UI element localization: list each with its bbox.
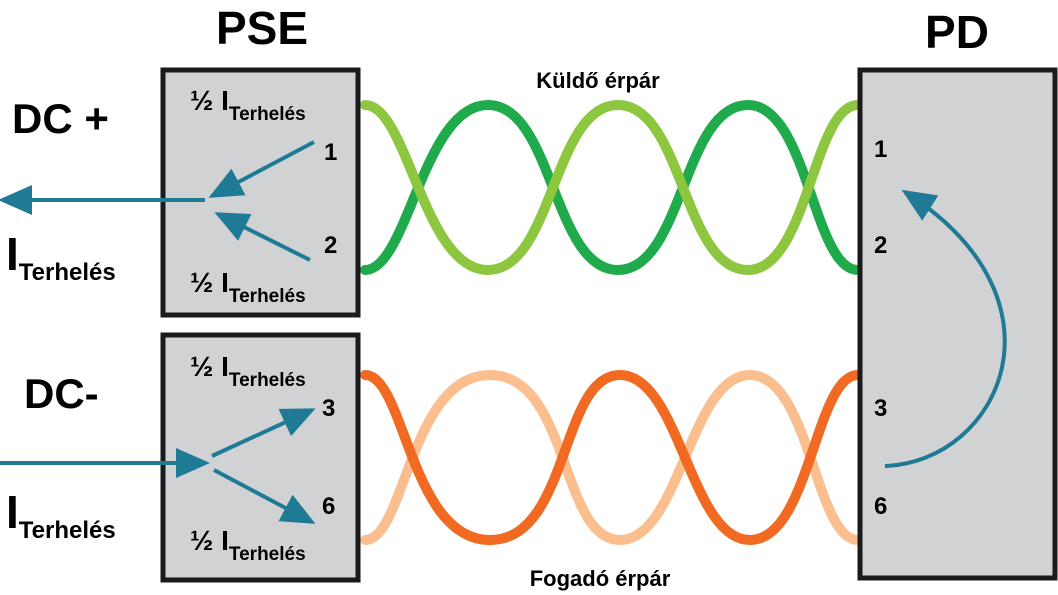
pd-pin-2: 2 (874, 232, 887, 259)
send-wire-light (360, 99, 863, 276)
top-pin1-arrow (208, 140, 315, 198)
bottom-pin6-arrow (213, 468, 316, 524)
pd-title: PD (925, 6, 989, 58)
pse-bottom-current-arrows (0, 408, 316, 524)
pse-top-half-current-lower: ½ ITerhelés (190, 267, 306, 307)
receive-wire-dark (360, 369, 863, 546)
pd-pin-6: 6 (874, 493, 887, 520)
send-pair-label: Küldő érpár (536, 68, 660, 93)
pse-top-pin-2: 2 (324, 232, 337, 259)
current-label-top: ITerhelés (6, 228, 116, 286)
pse-top-current-arrows (0, 140, 315, 262)
bottom-pin3-arrow (211, 408, 316, 458)
receive-pair-label: Fogadó érpár (530, 566, 671, 591)
pd-pin-1: 1 (874, 136, 887, 163)
send-pair-wires (360, 99, 863, 276)
pse-title: PSE (216, 2, 308, 54)
pse-top-half-current-upper: ½ ITerhelés (190, 85, 306, 125)
receive-wire-light (360, 369, 863, 546)
send-wire-dark (360, 99, 863, 276)
pd-current-arc (884, 189, 1007, 468)
pd-pin-3: 3 (874, 395, 887, 422)
receive-pair-wires (360, 369, 863, 546)
current-label-bottom: ITerhelés (6, 486, 116, 544)
pse-bottom-half-current-lower: ½ ITerhelés (190, 525, 306, 565)
pse-bottom-half-current-upper: ½ ITerhelés (190, 351, 306, 391)
pse-top-box (160, 67, 361, 318)
dc-plus-label: DC + (12, 95, 109, 142)
pse-bottom-pin-3: 3 (322, 395, 335, 422)
pd-box (857, 67, 1058, 581)
pse-top-pin-1: 1 (324, 139, 337, 166)
top-pin2-arrow (214, 212, 311, 262)
dc-minus-label: DC- (24, 370, 99, 417)
pse-bottom-pin-6: 6 (322, 493, 335, 520)
